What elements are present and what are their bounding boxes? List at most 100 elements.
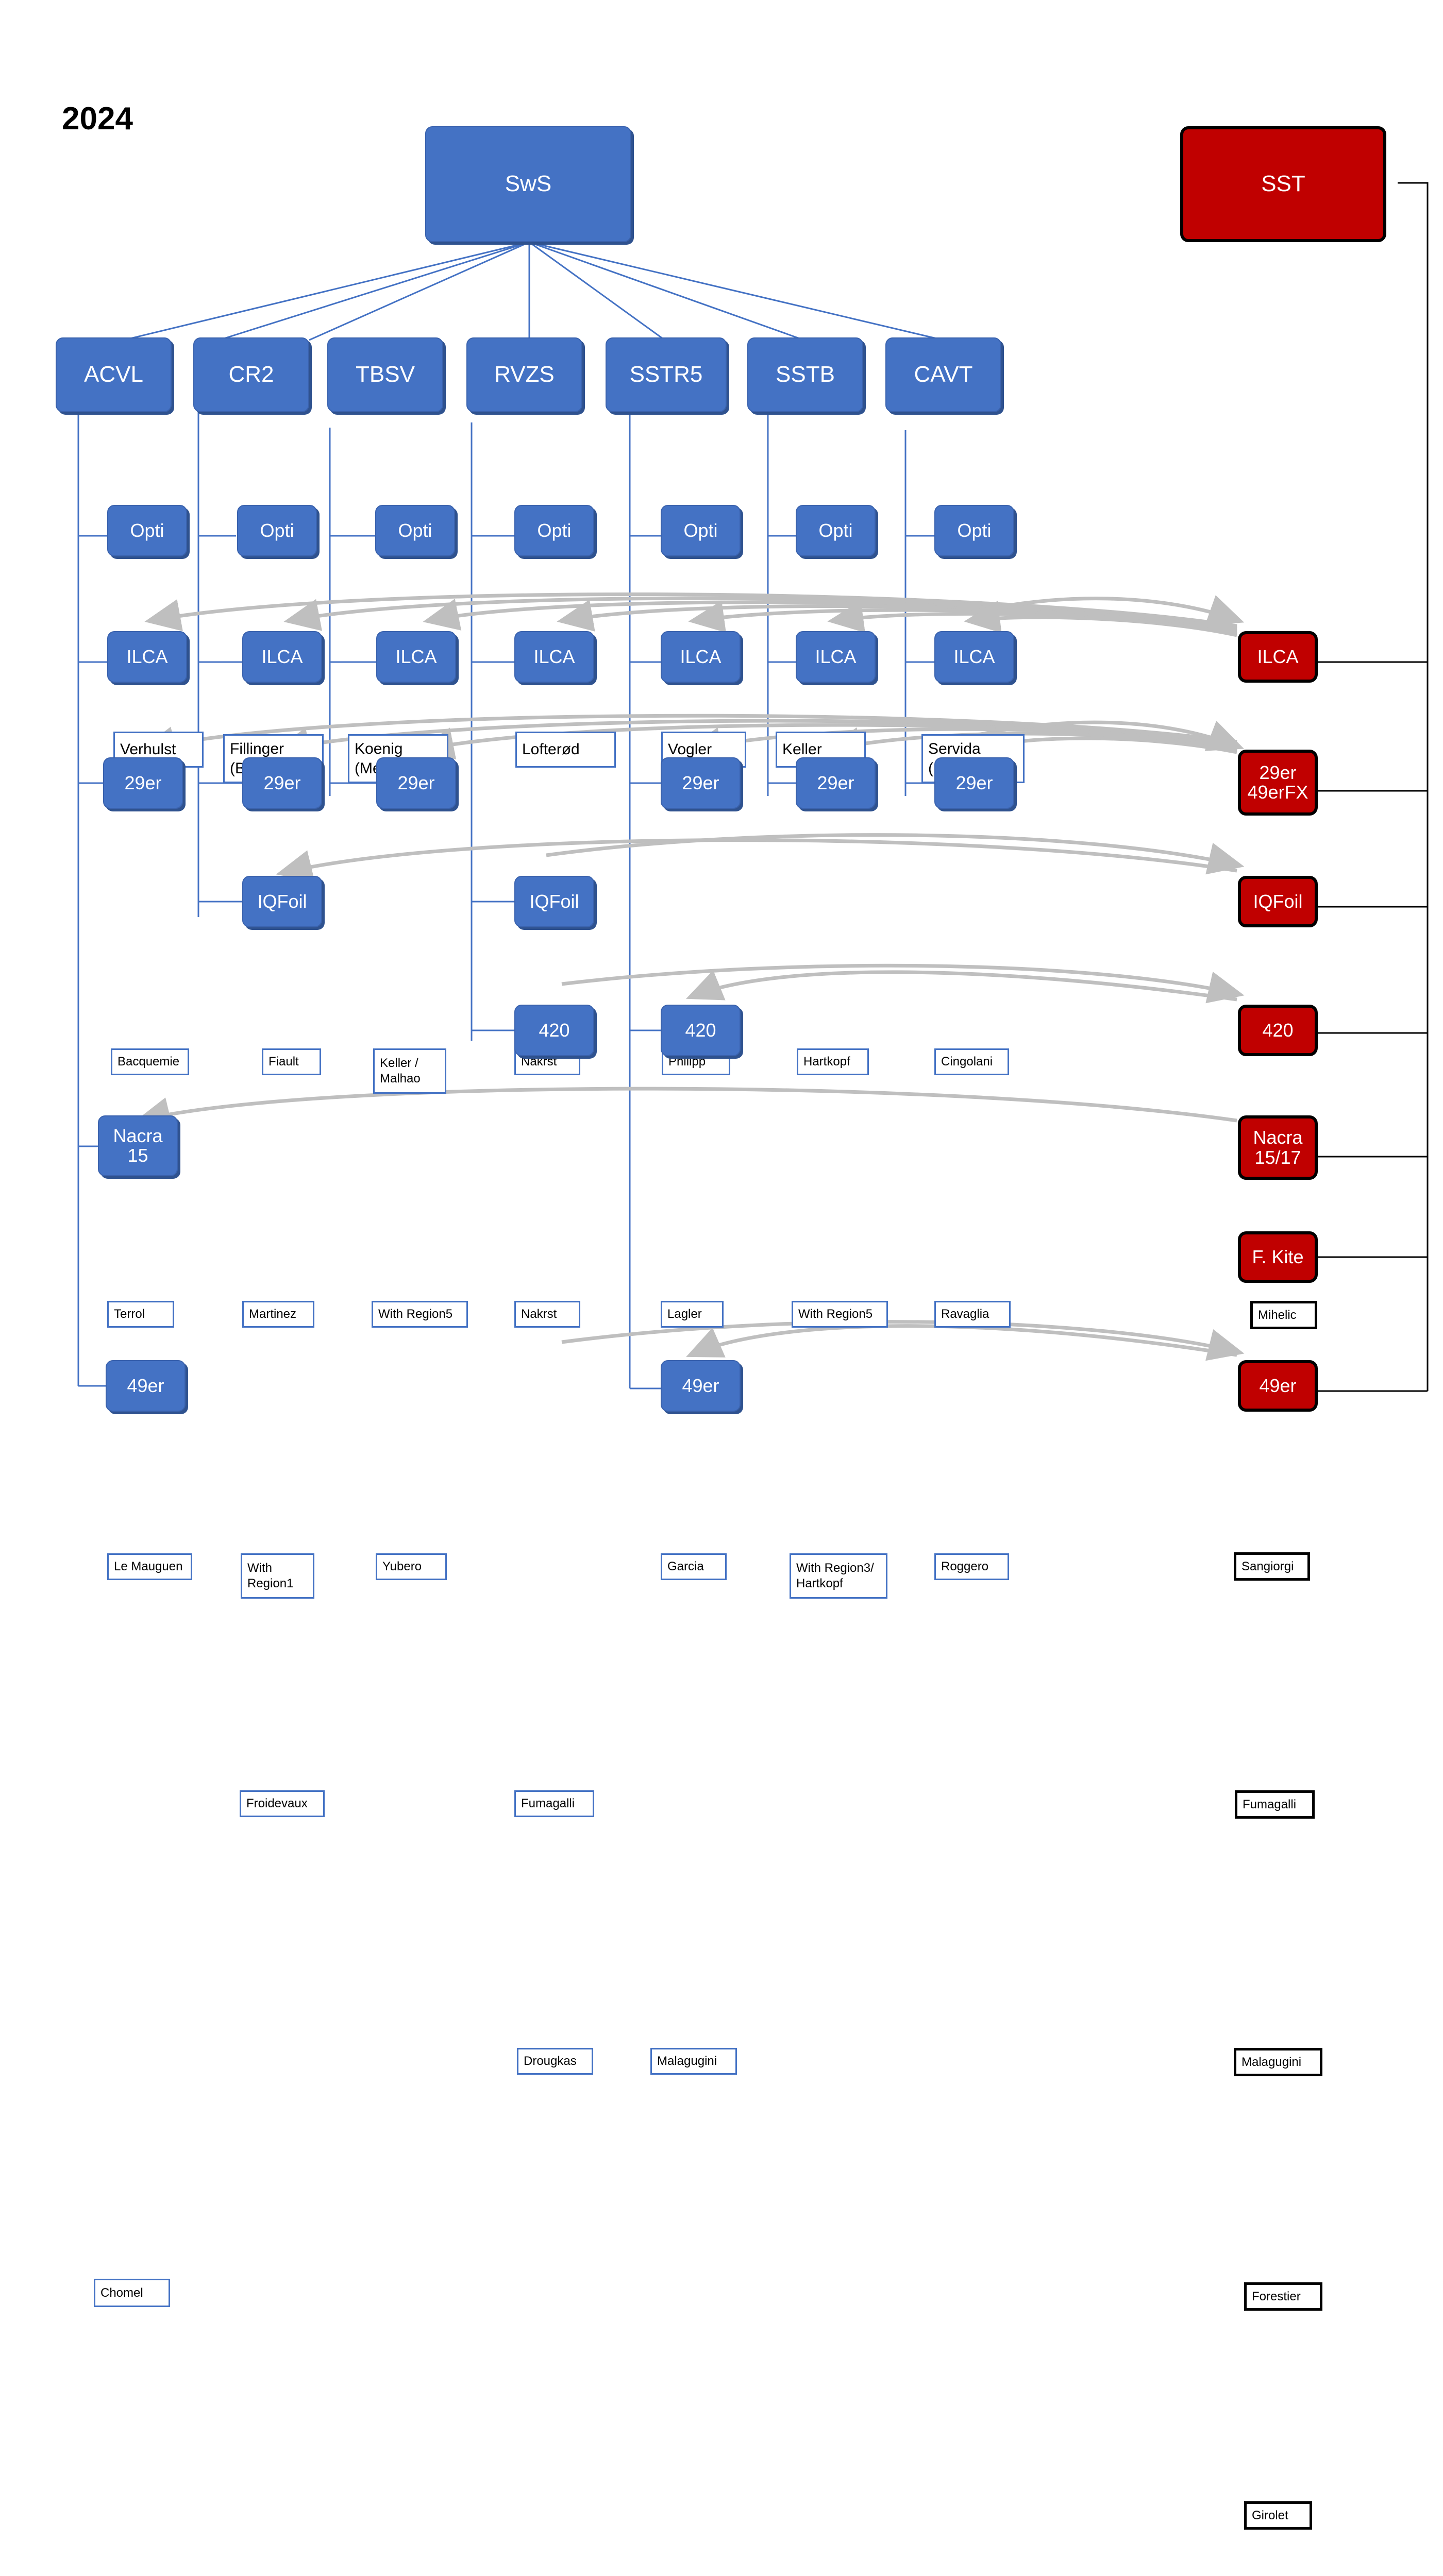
class-caption: With Region3/ Hartkopf	[790, 1553, 887, 1599]
class-node-29er-acvl[interactable]: 29er Le Mauguen	[103, 757, 192, 1580]
class-node-opti-cr2[interactable]: Opti Fiault	[237, 505, 321, 1075]
class-caption: Mihelic	[1250, 1301, 1317, 1329]
class-node-29er-sstr5[interactable]: 29er Garcia	[661, 757, 741, 1580]
org-node-tbsv-label: TBSV	[327, 337, 443, 412]
class-node-opti-rvzs[interactable]: Opti Nakrst	[514, 505, 594, 1075]
class-label: 29er	[934, 757, 1014, 809]
national-node-420[interactable]: 420 Malagugini	[1234, 1005, 1322, 2076]
org-node-cr2-label: CR2	[193, 337, 309, 412]
org-node-rvzs-label: RVZS	[466, 337, 582, 412]
org-node-cr2[interactable]: CR2 Fillinger (Benczur)	[193, 337, 324, 783]
class-label: IQFoil	[1238, 876, 1318, 927]
class-caption: With Region5	[792, 1301, 888, 1328]
class-node-ilca-sstr5[interactable]: ILCA Lagler	[661, 631, 741, 1328]
class-node-ilca-cr2[interactable]: ILCA Martinez	[242, 631, 322, 1328]
org-node-acvl[interactable]: ACVL Verhulst	[56, 337, 204, 768]
class-label: 29er	[376, 757, 456, 809]
class-caption: Roggero	[934, 1553, 1009, 1580]
class-node-opti-cavt[interactable]: Opti Cingolani	[934, 505, 1014, 1075]
class-label: ILCA	[934, 631, 1014, 683]
class-node-29er-cr2[interactable]: 29er With Region1	[241, 757, 322, 1599]
org-node-rvzs[interactable]: RVZS Lofterød	[466, 337, 616, 768]
class-caption: Girolet	[1244, 2501, 1312, 2530]
class-caption: Malagugini	[650, 2048, 737, 2075]
class-caption: Ravaglia	[934, 1301, 1011, 1328]
class-caption: With Region5	[372, 1301, 468, 1328]
class-node-iqfoil-rvzs[interactable]: IQFoil Fumagalli	[514, 876, 594, 1817]
class-caption: Forestier	[1244, 2282, 1322, 2311]
class-node-29er-sstb[interactable]: 29er With Region3/ Hartkopf	[790, 757, 887, 1599]
class-caption: Bacquemie	[111, 1048, 189, 1075]
class-caption: Froidevaux	[240, 1790, 325, 1817]
class-label: Opti	[237, 505, 317, 556]
national-node-iqfoil[interactable]: IQFoil Fumagalli	[1235, 876, 1318, 1819]
root-node-sws[interactable]: SwS	[425, 126, 631, 242]
national-node-ilca[interactable]: ILCA Mihelic	[1238, 631, 1318, 1329]
org-node-cavt-label: CAVT	[885, 337, 1001, 412]
class-label: 49er	[1238, 1360, 1318, 1412]
class-node-opti-acvl[interactable]: Opti Bacquemie	[107, 505, 189, 1075]
class-label: 29er	[242, 757, 322, 809]
class-caption: Garcia	[661, 1553, 727, 1580]
class-caption: Fiault	[262, 1048, 321, 1075]
org-node-tbsv[interactable]: TBSV Koenig (Meier)	[327, 337, 448, 783]
national-to-region-arrows	[134, 592, 1245, 1361]
class-caption: With Region1	[241, 1553, 314, 1599]
org-chart-canvas: 2024 SwS SST ACVL Verhulst CR2 Fillinger…	[56, 101, 1429, 2530]
class-node-420-sstr5[interactable]: 420 Malagugini	[650, 1005, 741, 2075]
class-caption: Sangiorgi	[1234, 1552, 1310, 1581]
class-caption: Chomel	[94, 2279, 170, 2307]
class-node-ilca-sstb[interactable]: ILCA With Region5	[792, 631, 888, 1328]
class-label: 49er	[661, 1360, 741, 1412]
class-node-29er-cavt[interactable]: 29er Roggero	[934, 757, 1014, 1580]
class-label: Opti	[661, 505, 741, 556]
org-node-sstr5[interactable]: SSTR5 Vogler	[606, 337, 746, 768]
class-label: 420	[661, 1005, 741, 1056]
class-label: ILCA	[796, 631, 876, 683]
class-label: F. Kite	[1238, 1231, 1318, 1283]
org-node-sstb[interactable]: SSTB Keller	[747, 337, 866, 768]
org-node-sstb-label: SSTB	[747, 337, 863, 412]
class-caption: Malagugini	[1234, 2048, 1322, 2076]
org-caption-rvzs: Lofterød	[515, 732, 616, 768]
class-node-ilca-tbsv[interactable]: ILCA With Region5	[372, 631, 468, 1328]
class-caption: Hartkopf	[797, 1048, 869, 1075]
class-label: ILCA	[514, 631, 594, 683]
root-node-sws-label: SwS	[425, 126, 631, 242]
class-node-opti-sstb[interactable]: Opti Hartkopf	[796, 505, 876, 1075]
class-label: IQFoil	[514, 876, 594, 927]
class-node-420-rvzs[interactable]: 420 Drougkas	[514, 1005, 594, 2075]
class-node-ilca-cavt[interactable]: ILCA Ravaglia	[934, 631, 1014, 1328]
class-caption: Lagler	[661, 1301, 724, 1328]
root-node-sst[interactable]: SST	[1180, 126, 1386, 242]
class-caption: Drougkas	[517, 2048, 593, 2075]
class-node-49er-acvl[interactable]: 49er Le Mauguen	[106, 1360, 186, 1412]
class-label: 49er	[106, 1360, 186, 1412]
class-node-opti-tbsv[interactable]: Opti Keller / Malhao	[373, 505, 455, 1094]
class-label: 29er	[796, 757, 876, 809]
class-caption: Terrol	[107, 1301, 174, 1328]
class-node-ilca-rvzs[interactable]: ILCA Nakrst	[514, 631, 594, 1328]
class-caption: Fumagalli	[514, 1790, 594, 1817]
page-title: 2024	[62, 101, 133, 137]
class-node-ilca-acvl[interactable]: ILCA Terrol	[107, 631, 187, 1328]
class-label: Opti	[375, 505, 455, 556]
sws-fanout	[123, 241, 944, 341]
class-label: ILCA	[1238, 631, 1318, 683]
class-node-iqfoil-cr2[interactable]: IQFoil Froidevaux	[240, 876, 325, 1817]
class-node-29er-tbsv[interactable]: 29er Yubero	[376, 757, 456, 1580]
national-node-fkite[interactable]: F. Kite Girolet	[1238, 1231, 1318, 2530]
class-node-opti-sstr5[interactable]: Opti Philipp	[661, 505, 741, 1075]
class-label: Opti	[107, 505, 187, 556]
class-node-49er-sstr5[interactable]: 49er Branz Garcia	[661, 1360, 741, 1412]
national-node-49er[interactable]: 49er Giuliano	[1238, 1360, 1318, 1412]
class-label: 29er	[661, 757, 741, 809]
class-label: 29er	[103, 757, 183, 809]
root-node-sst-label: SST	[1180, 126, 1386, 242]
class-label: Opti	[934, 505, 1014, 556]
org-node-cavt[interactable]: CAVT Servida (Ravaglia)	[885, 337, 1025, 783]
